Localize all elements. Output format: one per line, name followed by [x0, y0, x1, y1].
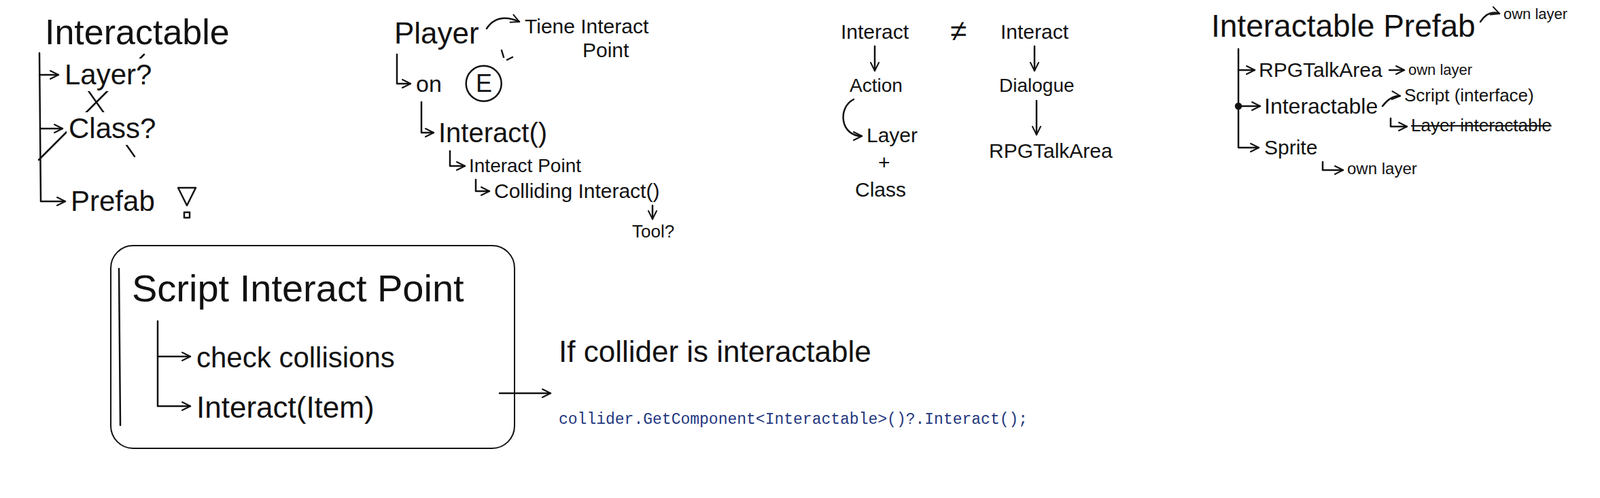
arrow-line [843, 99, 862, 136]
script-box: Script Interact Point check collisionsInt… [110, 244, 516, 449]
branch-line [40, 127, 63, 130]
branch-line [1238, 48, 1259, 148]
sparkle-mark [507, 57, 513, 60]
arrow-line [486, 18, 520, 29]
key-letter: E [475, 69, 493, 98]
bullet-dot [1235, 103, 1242, 109]
arrow-line [1382, 95, 1401, 107]
circled-key: E [464, 64, 503, 102]
code-snippet: collider.GetComponent<Interactable>()?.I… [558, 410, 1028, 429]
branch-line [449, 150, 465, 166]
branch-line [475, 179, 490, 191]
item-text: Sprite [1264, 135, 1318, 160]
item-text: RPGTalkArea [1258, 58, 1383, 83]
arrow-line [499, 392, 551, 395]
arrow-line [1480, 12, 1500, 23]
heading-text: Player [394, 16, 480, 51]
branch-line [1238, 69, 1255, 72]
sparkle-mark [501, 50, 504, 58]
heading-text: Interactable [44, 12, 230, 54]
box-item: check collisions [196, 341, 395, 374]
note-text: Action [849, 74, 903, 97]
crossed-option: Layer? [62, 58, 154, 92]
small-note: own layer [1408, 61, 1473, 79]
note-text: Layer [866, 123, 918, 148]
branch-line [1390, 118, 1407, 127]
prefab-icon [184, 212, 190, 218]
box-title: Script Interact Point [131, 266, 465, 310]
circle-outline [466, 65, 502, 102]
heading-text: Interact [1000, 20, 1069, 45]
branch-line [421, 101, 434, 133]
method-text: Interact() [438, 116, 548, 149]
small-note: own layer [1347, 159, 1418, 179]
arrow-line [1033, 46, 1036, 71]
arrow-line [651, 205, 654, 219]
branch-line [157, 355, 191, 358]
small-note: own layer [1503, 5, 1568, 23]
symbol-text: ≠ [950, 13, 967, 49]
struck-note: Layer interactable [1411, 115, 1552, 136]
heading-text: Interactable Prefab [1211, 8, 1476, 45]
note-text: Class [855, 178, 907, 202]
note-text: Dialogue [999, 74, 1075, 97]
note-text: on [415, 70, 442, 98]
arrow-line [1389, 69, 1405, 72]
arrow-line [874, 46, 877, 71]
branch-line [157, 320, 191, 406]
option-text: Prefab [70, 184, 155, 218]
item-text: Interactable [1264, 93, 1378, 119]
note-text: Interact Point [468, 154, 582, 177]
box-item: Interact(Item) [196, 390, 375, 425]
box-double-stroke [118, 268, 121, 425]
crossed-option: Class? [66, 112, 158, 145]
branch-line [39, 53, 66, 202]
note-text: RPGTalkArea [988, 139, 1113, 164]
branch-line [1322, 161, 1344, 170]
heading-text: Interact [840, 20, 909, 45]
branch-line [396, 54, 411, 84]
symbol-text: + [878, 150, 891, 175]
note-text: Tool? [632, 221, 675, 242]
small-note: Script (interface) [1404, 85, 1535, 107]
branch-line [39, 74, 59, 77]
note-text: If collider is interactable [558, 334, 872, 370]
note-text: Tiene Interact Point [524, 14, 671, 62]
prefab-icon [178, 187, 196, 206]
note-text: Colliding Interact() [494, 179, 660, 204]
arrow-line [1035, 100, 1038, 135]
